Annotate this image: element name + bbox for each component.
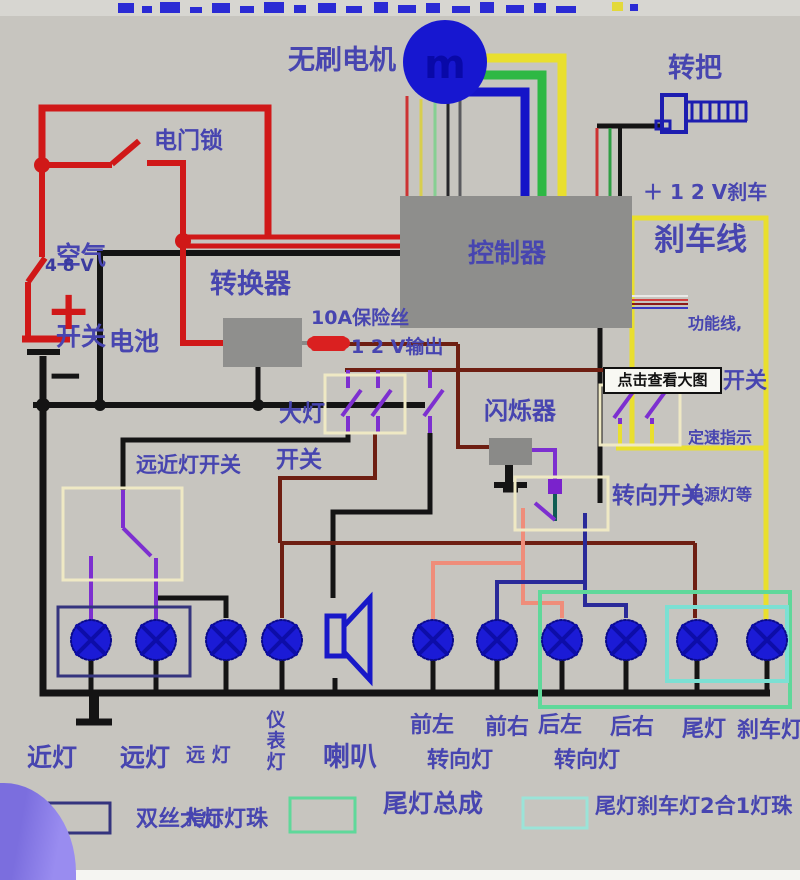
lamp-high-beam-icon [135,619,177,661]
front-left-label: 前左 [410,713,455,738]
turn-switch-label: 转向开关 [612,483,704,509]
view-large-image-button[interactable]: 点击查看大图 [603,367,722,394]
component-boxes [223,196,688,493]
legend-swatch-tail-assembly [288,796,357,834]
brake-light-label: 刹车灯 [737,718,800,743]
flasher-box [489,438,532,465]
power-wires-red [22,104,400,346]
air-breaker-label: 空气 开关 [56,188,106,404]
converter-box [223,318,302,367]
battery-plus-symbol: + [46,279,92,342]
tail-assembly-group-box [538,590,792,709]
horn-speaker-icon [324,591,373,687]
hbi-line2: 指示 [186,807,225,829]
horn-label: 喇叭 [323,742,377,773]
motor-icon: m [403,20,487,104]
low-beam-label: 近灯 [27,743,78,772]
brake-switch-label: 开关 [723,369,768,394]
lamp-high-beam-indicator-icon [205,619,247,661]
air-breaker-line1: 空气 [56,241,107,270]
lamp-rear-right-icon [605,619,647,661]
ground-wires [27,123,770,726]
brake-line-label: 刹车线 [654,222,747,258]
lamp-instrument-icon [261,619,303,661]
turn-switch-box [513,475,610,532]
dual-filament-group-box [56,605,192,678]
rear-right-label: 后右 [610,715,655,740]
flasher-label: 闪烁器 [484,397,556,425]
lamp-tail-icon [676,619,718,661]
headlight-switch-label-2: 开关 [276,447,322,473]
turn-lamp-front-label: 转向灯 [427,748,494,773]
lamp-rear-left-icon [541,619,583,661]
lamp-front-right-icon [476,619,518,661]
controller-label: 控制器 [468,239,547,269]
beam-switch-label: 远近灯开关 [136,453,241,477]
headlight-switch-label-1: 大灯 [279,401,325,427]
hbi-line1: 远 灯 [186,744,231,766]
lamp-low-beam-icon [70,619,112,661]
legend-two-in-one-label: 尾灯刹车灯2合1灯珠 [595,794,793,818]
legend-tail-assembly-label: 尾灯总成 [383,789,484,818]
brake-switch-box [598,383,682,447]
beam-switch-box [61,486,184,582]
switch-outline-boxes [61,373,682,582]
headlight-switch-box [323,373,407,435]
cropped-title-fragments [118,2,638,13]
air-breaker-line2: 开关 [56,322,107,351]
converter-label: 转换器 [210,269,291,300]
brake-12v-label: ＋ 1 2 V刹车 [643,180,768,204]
fuse-icon [307,336,350,351]
fuse-label: 10A保险丝 [311,307,410,329]
tail-light-label: 尾灯 [682,717,727,742]
throttle-icon [654,93,748,134]
high-beam-indicator-label: 远 灯 指示 灯 [186,703,231,880]
controller-box [400,196,632,328]
function-line-1: 功能线, [688,314,743,333]
function-line-4: 电源灯等 [688,485,753,504]
motor-wires [405,53,612,196]
throttle-label: 转把 [668,53,722,84]
legend-dual-filament-label: 双丝大灯灯珠 [136,807,269,832]
ignition-lock-label: 电门锁 [154,128,223,154]
output-12v-label: 1 2 V输出 [351,336,444,358]
motor-label: 无刷电机 [288,45,396,76]
legend-swatches [46,796,589,835]
turn-signal-wires [431,494,628,620]
lamp-front-left-icon [412,619,454,661]
turn-lamp-rear-label: 转向灯 [554,748,621,773]
battery-label: 电池 [109,327,160,356]
rear-left-label: 后左 [538,713,583,738]
battery-minus-symbol: − [47,350,84,401]
lamp-icons [70,591,788,687]
legend-swatch-two-in-one [521,796,589,830]
page-bottom-strip [0,870,800,880]
battery-voltage-label: 4 8 V [45,256,94,276]
instrument-light-label: 仪表灯 [266,709,286,773]
motor-glyph: m [424,42,466,88]
controller-function-wires [632,295,688,309]
high-beam-label: 远灯 [120,743,171,772]
lamp-brake-icon [746,619,788,661]
front-right-label: 前右 [485,715,530,740]
function-line-3: 定速指示 [688,428,753,447]
